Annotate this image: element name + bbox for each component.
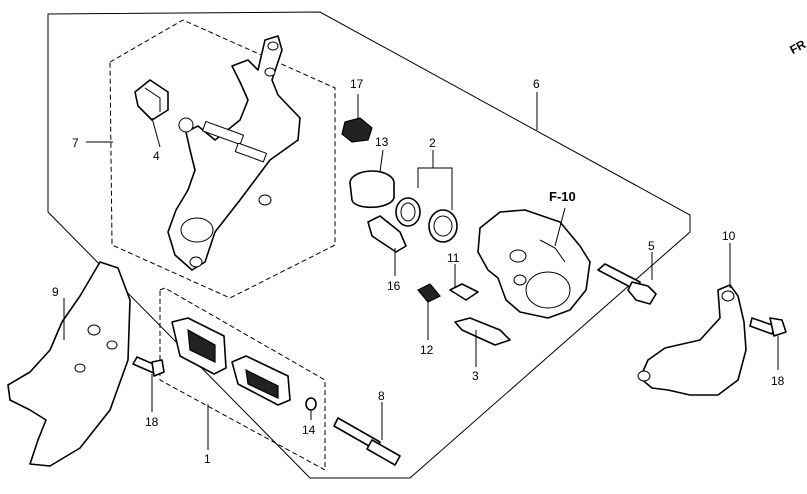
caliper-bolt — [597, 263, 657, 305]
bleeder-valve — [449, 283, 479, 301]
leader-lines — [63, 92, 779, 450]
reference-label: F-10 — [549, 189, 576, 204]
callout-16: 16 — [387, 279, 401, 293]
bleeder-cap — [417, 283, 441, 303]
guard-bolt-right — [749, 317, 787, 337]
brake-pad-inner — [171, 317, 227, 375]
callout-13: 13 — [375, 135, 389, 149]
callout-7: 7 — [72, 136, 79, 150]
callout-4: 4 — [153, 149, 160, 163]
caliper-assembly-outline — [47, 11, 691, 479]
callout-10: 10 — [722, 229, 736, 243]
callout-8: 8 — [378, 389, 385, 403]
caliper-bracket — [167, 35, 301, 271]
callout-3: 3 — [472, 369, 479, 383]
caliper-body — [477, 209, 591, 319]
piston-seal — [395, 197, 458, 243]
callout-5: 5 — [648, 239, 655, 253]
disc-guard — [7, 261, 131, 467]
direction-marker: FR — [787, 37, 807, 57]
bracket-group-outline — [109, 19, 336, 299]
callout-9: 9 — [52, 285, 59, 299]
pad-pin — [333, 417, 401, 466]
dust-seal — [341, 117, 373, 143]
callout-18-right: 18 — [771, 374, 785, 388]
piston — [349, 170, 395, 209]
slide-pin — [367, 215, 407, 253]
callout-12: 12 — [420, 343, 434, 357]
callout-11: 11 — [447, 251, 460, 265]
callout-1: 1 — [204, 452, 211, 466]
guard-bolt-left — [132, 356, 165, 377]
callout-17: 17 — [350, 77, 364, 91]
pad-spring — [134, 79, 169, 121]
pin-plug — [305, 397, 317, 411]
callout-18-left: 18 — [145, 415, 159, 429]
caliper-guard — [637, 284, 747, 396]
callout-2: 2 — [429, 136, 436, 150]
callout-6: 6 — [533, 77, 540, 91]
brake-pad-outer — [231, 355, 291, 406]
pad-retainer — [454, 317, 511, 346]
callout-14: 14 — [302, 423, 316, 437]
